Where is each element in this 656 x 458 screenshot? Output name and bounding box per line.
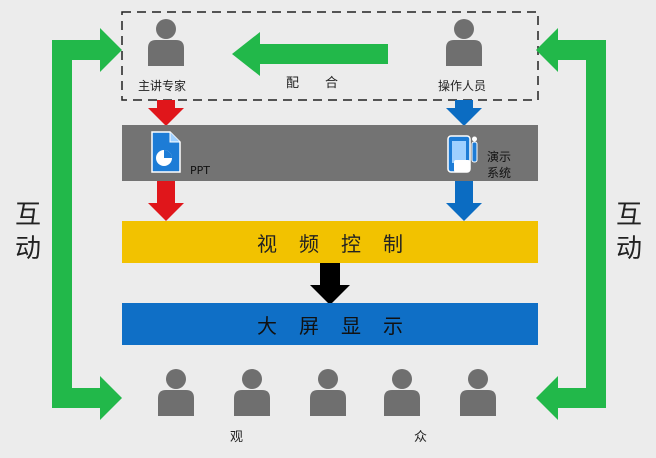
audience-person-icon — [310, 369, 346, 416]
audience-person-icon — [234, 369, 270, 416]
ppt-file-icon — [151, 131, 181, 173]
operator-person-icon — [446, 19, 482, 66]
demo-label-line1: 演示 — [487, 150, 512, 164]
audience-label-left: 观 — [230, 430, 244, 445]
black-arrow — [310, 263, 350, 305]
big-screen-band: 大屏显示 — [122, 303, 538, 345]
expert-label: 主讲专家 — [138, 79, 187, 93]
operator-label: 操作人员 — [438, 79, 487, 93]
big-screen-label: 大屏显示 — [257, 313, 425, 338]
right-interaction-label-2: 动 — [615, 234, 642, 264]
cooperate-arrow — [232, 32, 388, 76]
audience-label-right: 众 — [414, 430, 428, 445]
left-interaction-arrow — [52, 28, 122, 420]
cooperate-label: 配 合 — [286, 76, 339, 91]
blue-arrow-top — [446, 100, 482, 126]
left-interaction-label-1: 互 — [14, 200, 41, 230]
audience-person-icon — [158, 369, 194, 416]
blue-arrow-mid — [446, 181, 482, 221]
audience-person-icon — [384, 369, 420, 416]
left-interaction-label-2: 动 — [14, 234, 41, 264]
ppt-label: PPT — [190, 164, 210, 177]
audience-person-icon — [460, 369, 496, 416]
red-arrow-top — [148, 100, 184, 126]
video-control-band: 视频控制 — [122, 221, 538, 263]
video-control-label: 视频控制 — [257, 231, 425, 256]
demo-label-line2: 系统 — [487, 166, 512, 180]
right-interaction-label-1: 互 — [615, 200, 642, 230]
expert-person-icon — [148, 19, 184, 66]
right-interaction-arrow — [536, 28, 606, 420]
demo-system-icon — [447, 135, 478, 173]
red-arrow-mid — [148, 181, 184, 221]
